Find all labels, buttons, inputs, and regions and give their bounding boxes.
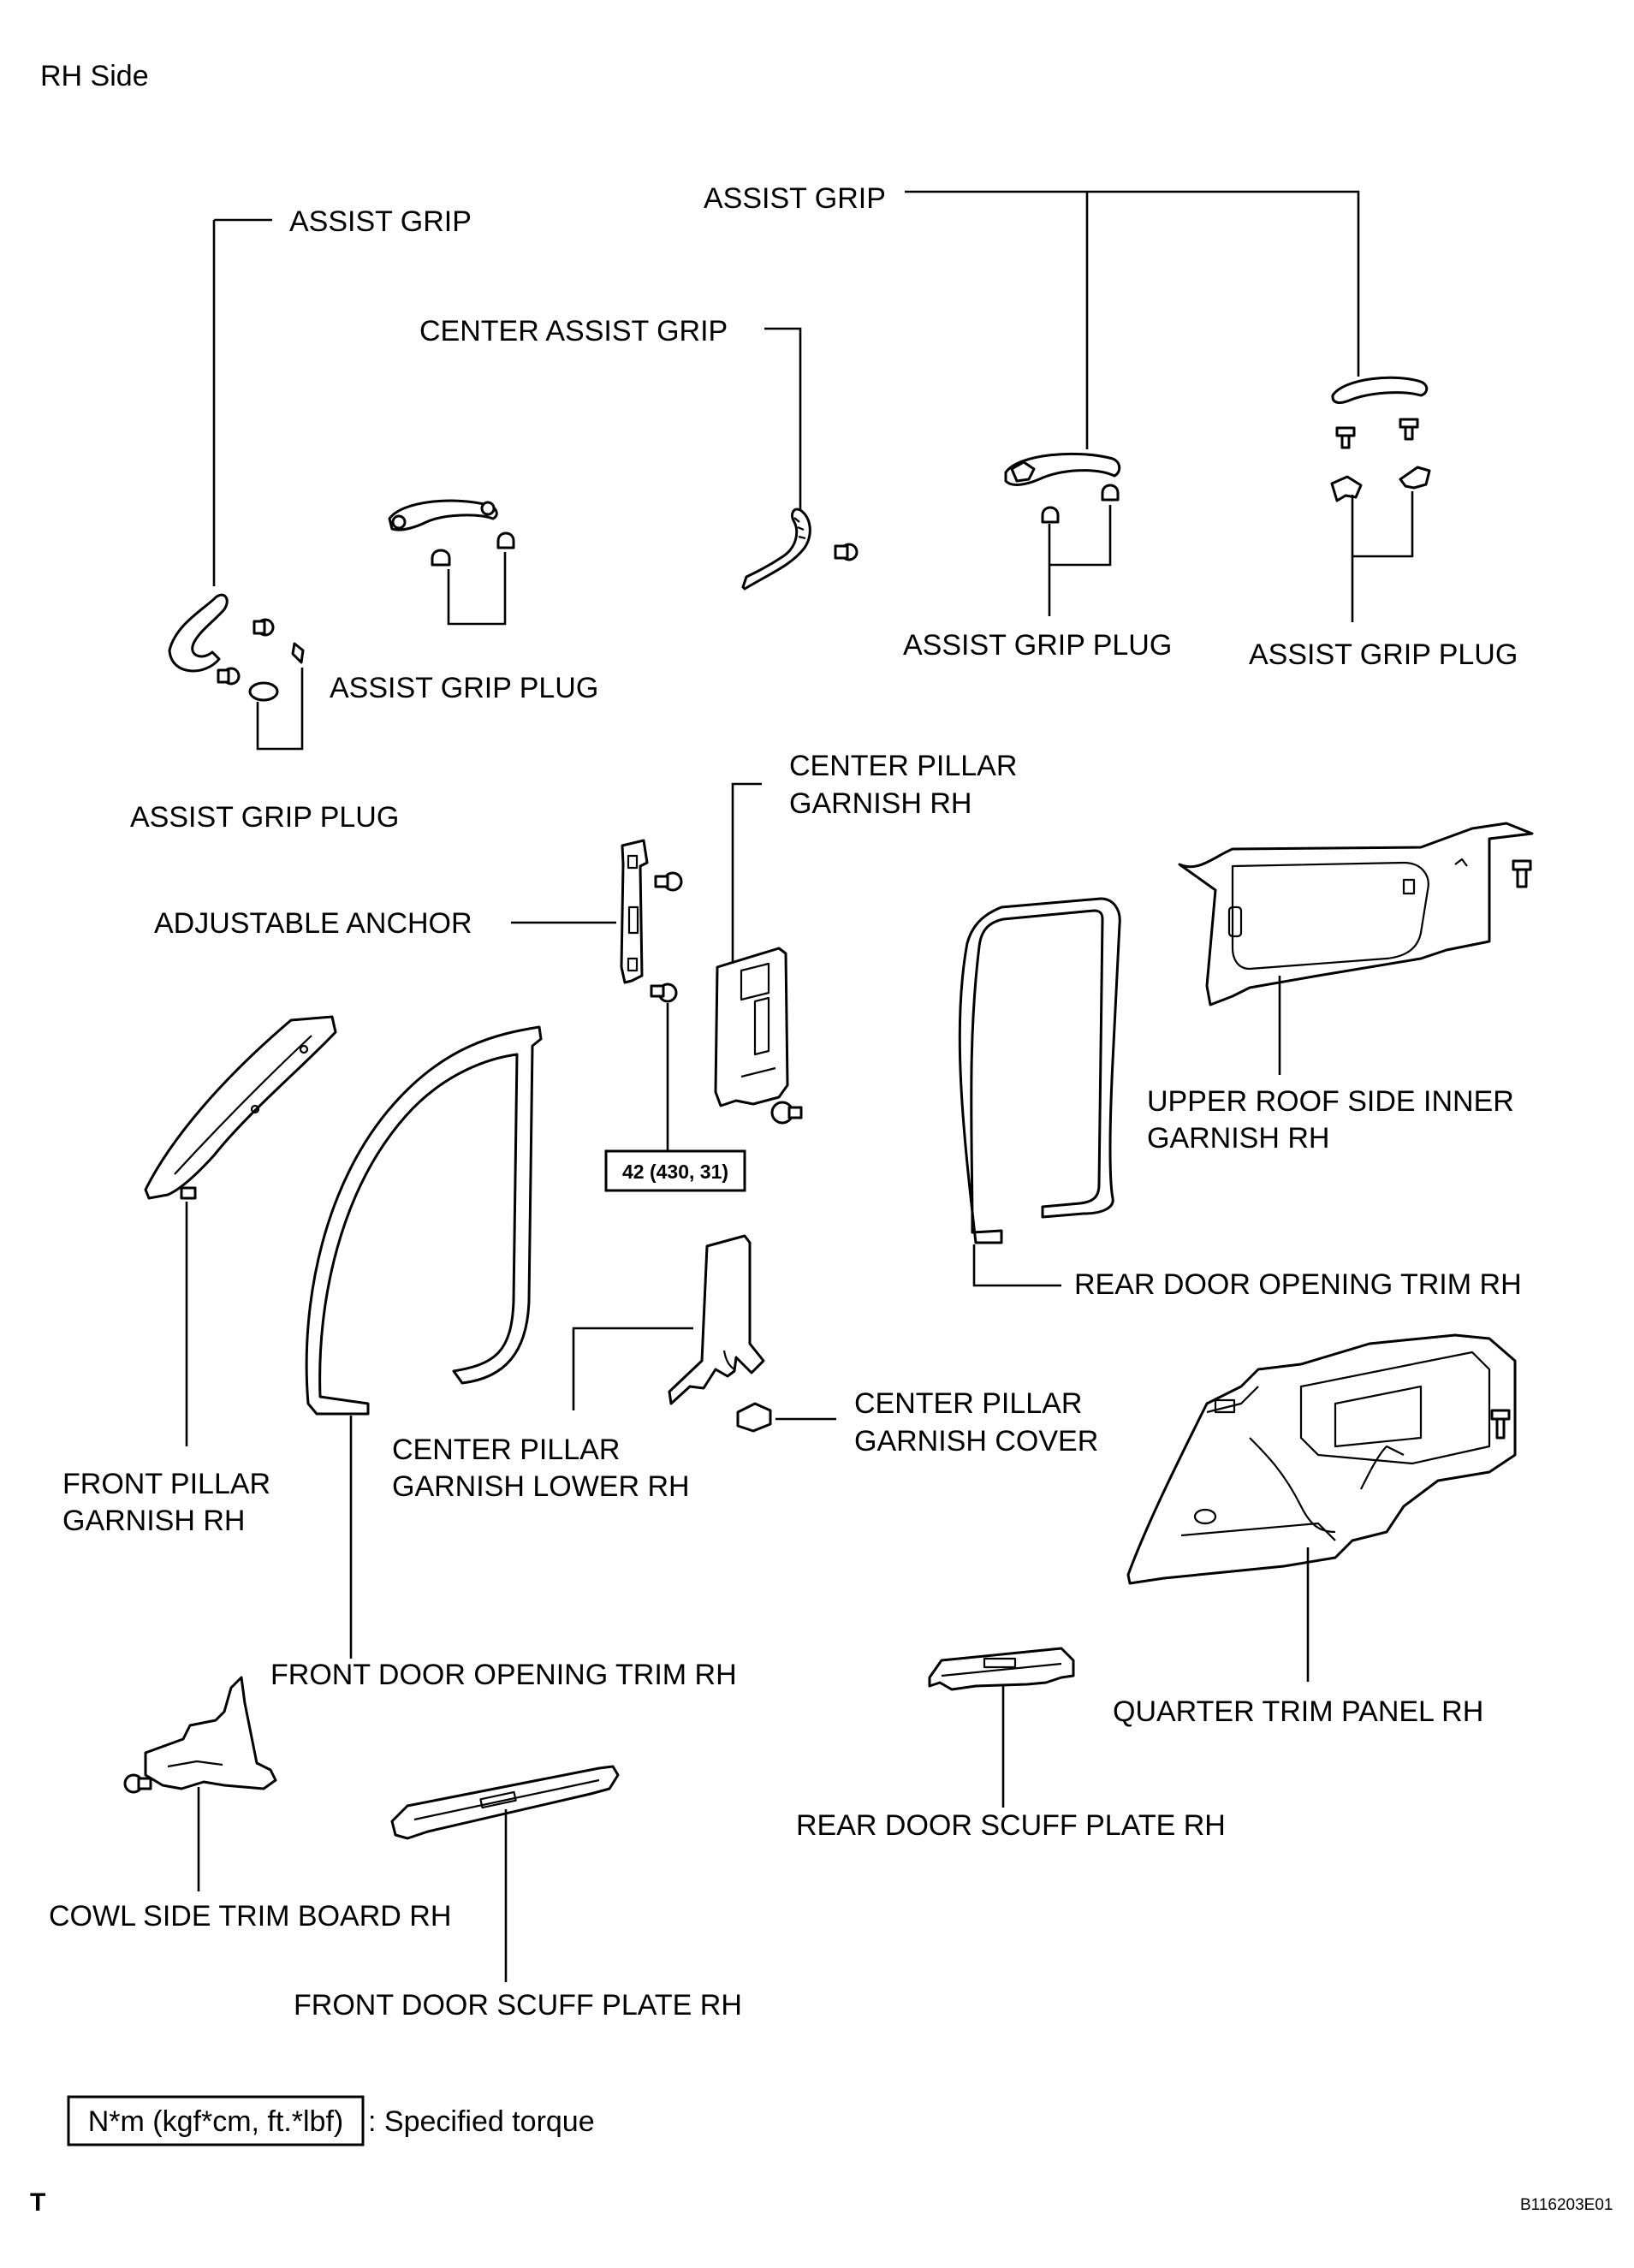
bolt-icon bbox=[654, 871, 683, 892]
label-assist-grip-plug-b: ASSIST GRIP PLUG bbox=[330, 672, 598, 704]
label-center-pillar-garnish-cover-1: CENTER PILLAR bbox=[854, 1387, 1082, 1420]
assist-grip-plug-icon bbox=[496, 531, 515, 549]
leader-line bbox=[764, 327, 802, 510]
screw-icon bbox=[253, 618, 275, 637]
bolt-icon bbox=[770, 1101, 803, 1125]
assist-grip-second bbox=[388, 499, 515, 567]
front-pillar-garnish-rh bbox=[144, 1015, 337, 1200]
adjustable-anchor bbox=[620, 839, 683, 1003]
front-door-scuff-plate-rh bbox=[390, 1765, 620, 1840]
label-cowl-side-trim-board-rh: COWL SIDE TRIM BOARD RH bbox=[49, 1900, 451, 1933]
label-center-pillar-garnish-rh-1: CENTER PILLAR bbox=[789, 750, 1017, 782]
label-center-pillar-garnish-cover-2: GARNISH COVER bbox=[854, 1425, 1098, 1458]
upper-roof-side-inner-garnish-rh bbox=[1178, 822, 1534, 1006]
label-assist-grip-plug-a: ASSIST GRIP PLUG bbox=[130, 801, 399, 834]
bolt-icon bbox=[123, 1773, 152, 1794]
label-front-door-scuff-plate-rh: FRONT DOOR SCUFF PLATE RH bbox=[294, 1989, 742, 2022]
label-assist-grip-plug-c: ASSIST GRIP PLUG bbox=[903, 629, 1172, 662]
screw-icon bbox=[1335, 426, 1356, 449]
leader-line bbox=[731, 782, 762, 964]
assist-grip-fourth bbox=[1330, 376, 1431, 502]
rear-door-opening-trim-rh bbox=[958, 897, 1121, 1244]
assist-grip-plug-icon bbox=[291, 642, 305, 664]
screw-icon bbox=[1512, 859, 1532, 888]
legend-text: : Specified torque bbox=[368, 2105, 595, 2138]
footer-code: B116203E01 bbox=[1520, 2196, 1613, 2214]
assist-grip-plug-icon bbox=[1041, 506, 1060, 524]
leader-line bbox=[256, 668, 304, 751]
screw-icon bbox=[217, 667, 241, 686]
rear-door-scuff-plate-rh bbox=[928, 1647, 1075, 1691]
center-pillar-garnish-cover-part bbox=[736, 1402, 772, 1433]
label-front-pillar-garnish-rh-2: GARNISH RH bbox=[62, 1505, 245, 1537]
leader-line bbox=[1351, 491, 1414, 622]
torque-value: 42 (430, 31) bbox=[622, 1161, 728, 1183]
screw-icon bbox=[1490, 1409, 1511, 1440]
assist-grip-third bbox=[1004, 452, 1121, 524]
page-title: RH Side bbox=[40, 60, 149, 92]
legend-box bbox=[67, 2095, 365, 2146]
label-front-door-opening-trim-rh: FRONT DOOR OPENING TRIM RH bbox=[270, 1659, 737, 1691]
label-assist-grip-top: ASSIST GRIP bbox=[704, 182, 886, 215]
label-quarter-trim-panel-rh: QUARTER TRIM PANEL RH bbox=[1113, 1695, 1483, 1728]
screw-icon bbox=[1399, 418, 1419, 441]
assist-grip-plug-icon bbox=[248, 681, 279, 702]
label-assist-grip-left: ASSIST GRIP bbox=[289, 205, 472, 238]
label-upper-roof-side-inner-garnish-rh-2: GARNISH RH bbox=[1147, 1122, 1329, 1155]
quarter-trim-panel-rh bbox=[1126, 1333, 1517, 1585]
label-front-pillar-garnish-rh-1: FRONT PILLAR bbox=[62, 1468, 270, 1500]
label-center-pillar-garnish-rh-2: GARNISH RH bbox=[789, 787, 971, 820]
label-rear-door-scuff-plate-rh: REAR DOOR SCUFF PLATE RH bbox=[796, 1809, 1226, 1842]
leader-line bbox=[1048, 505, 1112, 616]
assist-grip-plug-icon bbox=[1330, 475, 1363, 502]
label-center-pillar-garnish-lower-rh-2: GARNISH LOWER RH bbox=[392, 1470, 690, 1503]
front-door-opening-trim-rh bbox=[305, 1025, 543, 1416]
label-rear-door-opening-trim-rh: REAR DOOR OPENING TRIM RH bbox=[1074, 1268, 1522, 1301]
assist-grip-plug-icon bbox=[1101, 484, 1120, 502]
label-center-assist-grip: CENTER ASSIST GRIP bbox=[419, 315, 728, 347]
center-assist-grip bbox=[741, 508, 859, 591]
center-pillar-garnish-lower-rh bbox=[668, 1234, 772, 1433]
label-adjustable-anchor: ADJUSTABLE ANCHOR bbox=[154, 907, 472, 940]
screw-icon bbox=[834, 543, 859, 561]
leader-line bbox=[447, 552, 507, 626]
leader-line bbox=[572, 1327, 693, 1410]
assist-grip-left bbox=[168, 593, 305, 702]
torque-box bbox=[604, 1149, 746, 1192]
assist-grip-plug-icon bbox=[1399, 466, 1431, 490]
label-assist-grip-plug-d: ASSIST GRIP PLUG bbox=[1249, 638, 1518, 671]
leader-line bbox=[905, 190, 1360, 449]
assist-grip-plug-icon bbox=[431, 549, 451, 567]
bolt-icon bbox=[650, 983, 678, 1003]
footer-mark: T bbox=[30, 2188, 45, 2217]
label-upper-roof-side-inner-garnish-rh-1: UPPER ROOF SIDE INNER bbox=[1147, 1085, 1514, 1118]
label-center-pillar-garnish-lower-rh-1: CENTER PILLAR bbox=[392, 1434, 620, 1466]
leader-line bbox=[972, 1244, 1061, 1287]
cowl-side-trim-board-rh bbox=[123, 1676, 277, 1794]
center-pillar-garnish-rh bbox=[714, 947, 803, 1125]
legend-box-label: N*m (kgf*cm, ft.*lbf) bbox=[88, 2105, 343, 2138]
